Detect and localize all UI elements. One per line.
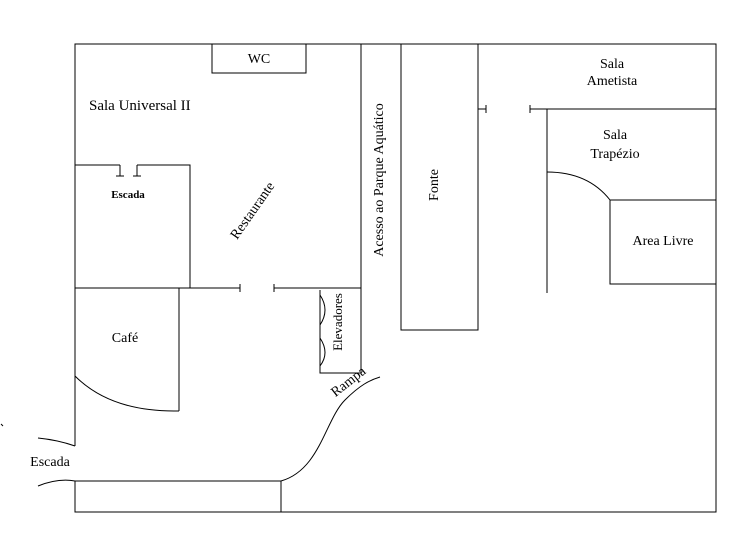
sala-ametista-label-2: Ametista [587, 74, 638, 89]
elevator-shaft [319, 290, 361, 374]
elevator-bump-1 [319, 294, 326, 326]
escada-room-wall [75, 164, 191, 288]
escada-door-right [133, 165, 141, 177]
rampa-label: Rampa [329, 364, 370, 401]
sala-trapezio-label-1: Sala [603, 128, 628, 143]
elevadores-label: Elevadores [330, 293, 345, 351]
elevator-bump-2 [319, 337, 326, 367]
bottom-room [74, 480, 282, 513]
wc-box [211, 43, 307, 74]
fonte-box [400, 43, 479, 331]
trapezio-arc [546, 171, 611, 201]
fonte-label: Fonte [427, 169, 442, 201]
sala-universal-label: Sala Universal II [89, 98, 191, 114]
area-livre-box [609, 199, 717, 285]
wc-label: WC [248, 52, 271, 67]
escada-door-left [116, 165, 124, 177]
escada-arc-top [37, 437, 76, 447]
stray-mark [0, 423, 4, 427]
sala-ametista-label-1: Sala [600, 57, 625, 72]
sala-trapezio-label-2: Trapézio [590, 147, 639, 162]
restaurante-label: Restaurante [228, 180, 278, 243]
acesso-label: Acesso ao Parque Aquático [372, 103, 387, 257]
outer-wall [74, 43, 717, 513]
escada-arc-bottom [37, 479, 76, 487]
rampa-curve [280, 376, 381, 482]
escada-inner-label: Escada [111, 189, 145, 201]
escada-outer-label: Escada [30, 455, 70, 470]
area-livre-label: Area Livre [632, 234, 693, 249]
cafe-door-arc [74, 375, 179, 412]
cafe-label: Café [112, 331, 138, 346]
